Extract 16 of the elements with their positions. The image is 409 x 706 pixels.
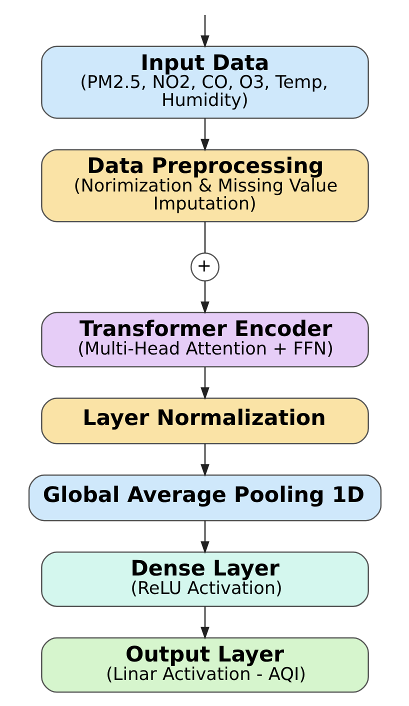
arrow <box>200 606 209 640</box>
arrow <box>200 281 209 314</box>
node-box: Layer Normalization <box>40 398 368 444</box>
node-box: Data Preprocessing (Norimization & Missing Value Imputation) <box>40 149 368 222</box>
node-box: Input Data (PM2.5, NO2, CO, O3, Temp, Humidity) <box>40 46 368 119</box>
node-box: Output Layer (Linar Activation - AQI) <box>40 637 368 693</box>
node-box: Global Average Pooling 1D <box>28 474 382 522</box>
node-box: Dense Layer (ReLU Activation) <box>40 551 368 607</box>
arrow <box>200 367 209 400</box>
arrow <box>200 520 209 554</box>
arrow <box>200 14 209 48</box>
node-box: Transformer Encoder (Multi-Head Attention + FFN) <box>40 312 368 368</box>
node-circle: + <box>190 252 219 282</box>
connector <box>204 222 206 253</box>
arrow <box>200 118 209 152</box>
arrow <box>200 444 209 477</box>
